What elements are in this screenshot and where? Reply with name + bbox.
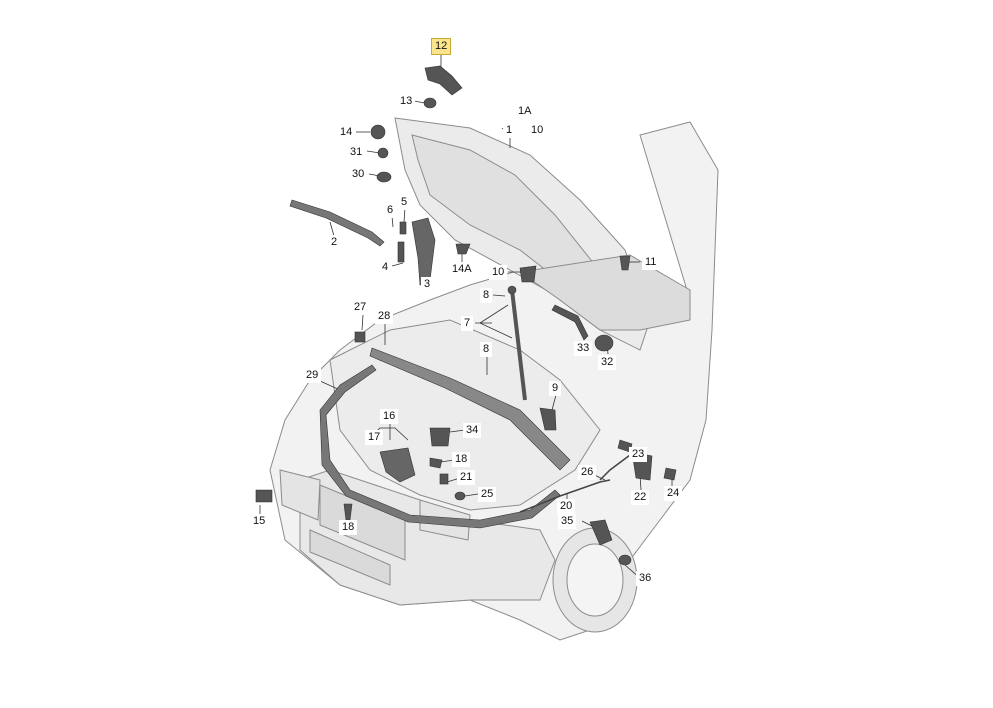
part-callout-5[interactable]: 5 <box>398 195 411 210</box>
part-callout-10[interactable]: 10 <box>528 123 547 138</box>
part-callout-9[interactable]: 9 <box>549 381 562 396</box>
car-body-outline <box>269 117 719 641</box>
part-callout-15[interactable]: 15 <box>250 514 269 529</box>
part-callout-14a[interactable]: 14A <box>449 262 475 277</box>
part-callout-4[interactable]: 4 <box>379 260 392 275</box>
part-callout-1[interactable]: 1 <box>503 123 516 138</box>
part-callout-8-upper[interactable]: 8 <box>480 288 493 303</box>
part-callout-33[interactable]: 33 <box>574 341 593 356</box>
part-callout-31[interactable]: 31 <box>347 145 366 160</box>
part-callout-2[interactable]: 2 <box>328 235 341 250</box>
part-callout-36[interactable]: 36 <box>636 571 655 586</box>
part-callout-21[interactable]: 21 <box>457 470 476 485</box>
part-callout-1a[interactable]: 1A <box>515 104 535 119</box>
part-callout-14[interactable]: 14 <box>337 125 356 140</box>
part-callout-17[interactable]: 17 <box>365 430 384 445</box>
part-callout-25[interactable]: 25 <box>478 487 497 502</box>
part-callout-11[interactable]: 11 <box>642 255 660 270</box>
part-callout-23[interactable]: 23 <box>629 447 648 462</box>
part-callout-18[interactable]: 18 <box>452 452 471 467</box>
part-callout-27[interactable]: 27 <box>351 300 370 315</box>
part-callout-8-lower[interactable]: 8 <box>480 342 493 357</box>
part-callout-16[interactable]: 16 <box>380 409 399 424</box>
part-callout-7[interactable]: 7 <box>461 316 474 331</box>
part-callout-20[interactable]: 20 <box>557 499 576 514</box>
part-callout-26[interactable]: 26 <box>578 465 597 480</box>
part-callout-10-strut[interactable]: 10 <box>489 265 508 280</box>
part-callout-18-lower[interactable]: 18 <box>339 520 358 535</box>
part-callout-6[interactable]: 6 <box>384 203 397 218</box>
part-callout-32[interactable]: 32 <box>598 355 617 370</box>
part-shapes <box>255 65 677 566</box>
part-callout-35[interactable]: 35 <box>558 514 577 529</box>
part-callout-28[interactable]: 28 <box>375 309 394 324</box>
part-callout-3[interactable]: 3 <box>421 277 434 292</box>
part-callout-12[interactable]: 12 <box>431 38 452 55</box>
part-callout-34[interactable]: 34 <box>463 423 482 438</box>
part-callout-30[interactable]: 30 <box>349 167 368 182</box>
part-callout-22[interactable]: 22 <box>631 490 650 505</box>
part-callout-24[interactable]: 24 <box>664 486 683 501</box>
part-callout-29[interactable]: 29 <box>303 368 322 383</box>
part-callout-13[interactable]: 13 <box>397 94 416 109</box>
